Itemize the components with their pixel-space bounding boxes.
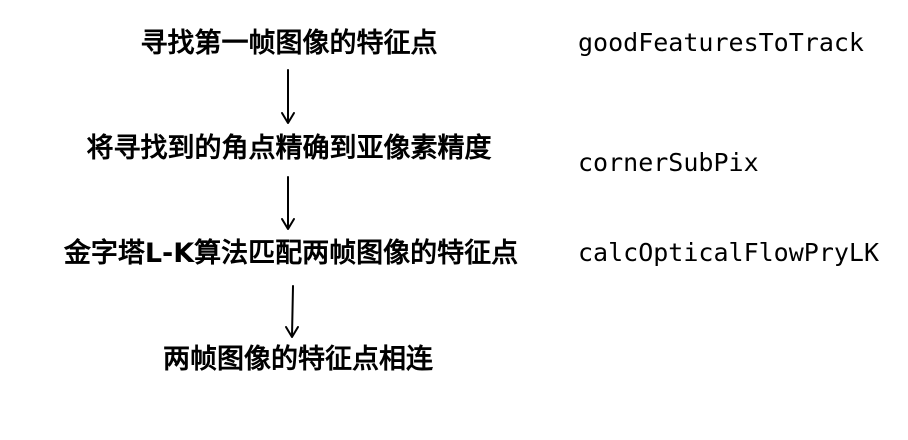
- step-3-pyramid-lk-match: 金字塔L-K算法匹配两帧图像的特征点: [63, 238, 519, 269]
- function-label-cornersubpix: cornerSubPix: [578, 148, 759, 177]
- step-4-connect-features: 两帧图像的特征点相连: [163, 344, 433, 375]
- step-1-find-features: 寻找第一帧图像的特征点: [140, 28, 438, 59]
- step-2-subpixel-refine: 将寻找到的角点精确到亚像素精度: [86, 133, 492, 164]
- down-arrow-2: [281, 176, 295, 230]
- down-arrow-3: [285, 285, 299, 338]
- down-arrow-1: [281, 69, 295, 124]
- function-label-calcopticalflowprylk: calcOpticalFlowPryLK: [578, 238, 880, 267]
- function-label-goodfeaturestotrack: goodFeaturesToTrack: [578, 28, 864, 57]
